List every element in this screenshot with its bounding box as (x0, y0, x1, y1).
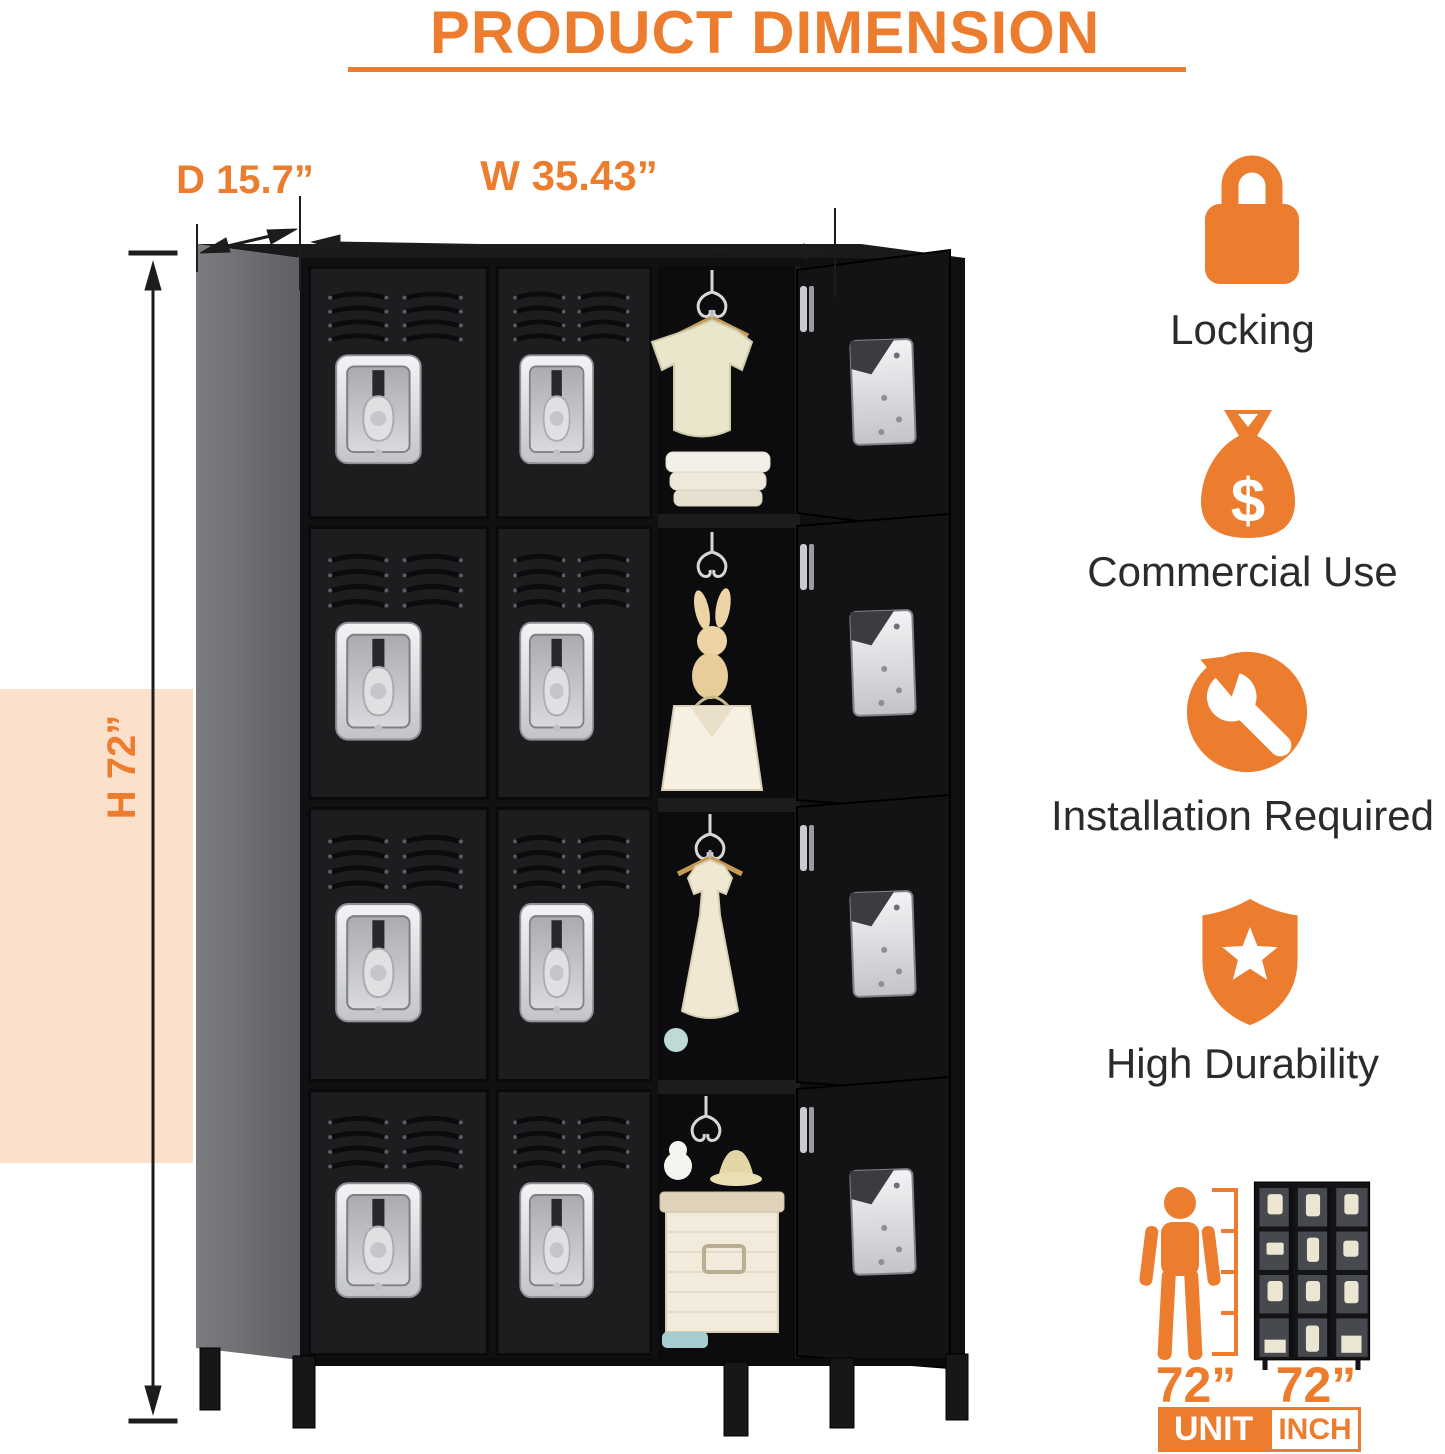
compartment-hat-box (659, 1096, 785, 1348)
height-highlight-band (0, 689, 193, 1163)
locker-door-closed (310, 267, 488, 517)
unit-badge-label: UNIT (1158, 1407, 1270, 1452)
locker-legs (199, 1347, 969, 1437)
feature-label-installation-required: Installation Required (1051, 792, 1434, 839)
locker-door-closed (497, 267, 650, 517)
page-title: PRODUCT DIMENSION (429, 0, 1101, 66)
compartment-dress (664, 814, 744, 1052)
height-ruler (1212, 1188, 1238, 1356)
locker-door-closed (497, 809, 650, 1081)
locker-open-column (650, 266, 800, 1366)
locker-door-closed (310, 528, 488, 799)
locker-doors-open (796, 248, 951, 1370)
compartment-shirt (650, 270, 771, 507)
feature-label-commercial-use: Commercial Use (1087, 548, 1398, 595)
locker-cabinet (196, 244, 969, 1437)
locker-side-panel (196, 244, 300, 1360)
wrench-icon (1186, 651, 1308, 773)
unit-badge-value: INCH (1269, 1407, 1361, 1452)
shield-star-icon (1202, 898, 1298, 1026)
person-height-label: 72” (1155, 1357, 1237, 1413)
unit-badge: UNIT INCH (1158, 1407, 1361, 1452)
width-dimension-label: W 35.43” (480, 152, 658, 199)
locker-illustration (0, 196, 969, 1437)
depth-dimension-label: D 15.7” (176, 158, 314, 202)
svg-text:$: $ (1231, 467, 1265, 536)
feature-label-high-durability: High Durability (1105, 1040, 1380, 1087)
locker-door-closed (497, 1090, 650, 1354)
lock-icon (1205, 155, 1299, 284)
title-underline (348, 67, 1186, 72)
money-bag-icon: $ (1201, 410, 1295, 538)
height-dimension-label: H 72” (100, 714, 144, 820)
person-icon (1139, 1187, 1221, 1360)
locker-height-label: 72” (1275, 1357, 1357, 1413)
locker-door-closed (497, 528, 650, 799)
locker-door-closed (310, 809, 488, 1081)
mini-locker-image (1253, 1181, 1371, 1370)
dimension-arrows (128, 196, 836, 1424)
locker-door-closed (310, 1090, 488, 1354)
compartment-bunny-bag (660, 532, 764, 791)
feature-label-locking: Locking (1170, 306, 1315, 353)
